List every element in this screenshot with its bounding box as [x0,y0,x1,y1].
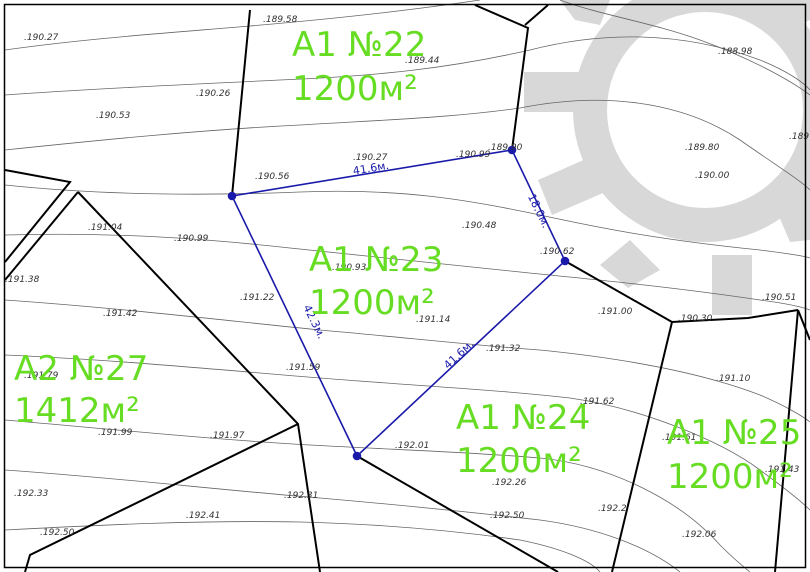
elevation-label: .190.26 [196,89,231,99]
elevation-label: .191.22 [240,293,275,303]
map-frame [3,3,807,569]
elevation-label: .190.99 [174,234,209,244]
elevation-label: .192.41 [186,511,220,521]
elevation-label: .189 [789,132,809,142]
elevation-label: .190.93 [332,263,367,273]
elevation-label: .192.26 [492,478,527,488]
plot-25-area: 1200м² [667,457,793,497]
elevation-label: .189.44 [405,56,440,66]
elevation-label: .190.62 [540,247,575,257]
elevation-label: .189.58 [263,15,298,25]
plot-25-id: A1 №25 [667,413,801,453]
survey-point-nw [227,191,237,201]
elevation-label: .192.2 [598,504,627,514]
elevation-label: .191.14 [416,315,451,325]
plot-23-area: 1200м² [309,283,435,323]
elevation-label: .188.98 [718,47,753,57]
elevation-label: .190.51 [762,293,796,303]
survey-polygon [227,145,570,461]
elevation-label: .190.30 [678,314,713,324]
plot-27-area: 1412м² [14,391,140,431]
road-cul-de-sac [524,0,810,315]
plot-labels: A1 №22 1200м² A1 №23 1200м² A1 №24 1200м… [14,25,801,497]
plot-22-id: A1 №22 [292,25,426,65]
elevation-label: .190.99 [456,150,491,160]
elevation-label: .192.50 [490,511,525,521]
elevation-label: .190.00 [695,171,730,181]
elevation-label: .191.43 [765,465,800,475]
contour-lines [4,0,810,572]
elevation-label: .191.97 [210,431,245,441]
elevation-label: .191.42 [103,309,138,319]
survey-point-s [352,451,362,461]
plot-22-area: 1200м² [292,69,418,109]
elevation-label: .191.10 [716,374,751,384]
survey-point-ne [507,145,517,155]
elevation-label: .189.90 [488,143,523,153]
plot-27-id: A2 №27 [14,349,148,389]
elevation-label: .190.27 [353,153,388,163]
survey-point-e [560,256,570,266]
dimension-label: 41.6м. [441,337,476,371]
elevation-label: .191.59 [286,363,321,373]
elevation-label: .191.79 [24,371,59,381]
elevation-label: .190.27 [24,33,59,43]
elevation-label: .190.56 [255,172,290,182]
elevation-label: .190.53 [96,111,131,121]
elevation-label: .192.01 [395,441,429,451]
elevation-label: .191.61 [662,433,696,443]
elevation-label: .191.38 [5,275,40,285]
elevation-label: .191.99 [98,428,133,438]
elevation-label: .191.62 [580,397,615,407]
dimension-label: 41.6м. [352,159,390,178]
elevation-label: .191.32 [486,344,521,354]
plot-23-id: A1 №23 [309,240,443,280]
elevation-label: .189.80 [685,143,720,153]
elevation-marks: .189.58 .190.27 .189.44 .190.26 .190.53 … [5,15,809,540]
elevation-label: .191.00 [598,307,633,317]
elevation-label: .192.50 [40,528,75,538]
elevation-label: .192.06 [682,530,717,540]
elevation-label: .190.48 [462,221,497,231]
plot-24-area: 1200м² [456,441,582,481]
elevation-label: .191.04 [88,223,123,233]
plot-24-id: A1 №24 [456,398,590,438]
parcel-boundaries [4,4,810,572]
elevation-label: .192.33 [14,489,49,499]
elevation-label: .192.31 [284,491,318,501]
